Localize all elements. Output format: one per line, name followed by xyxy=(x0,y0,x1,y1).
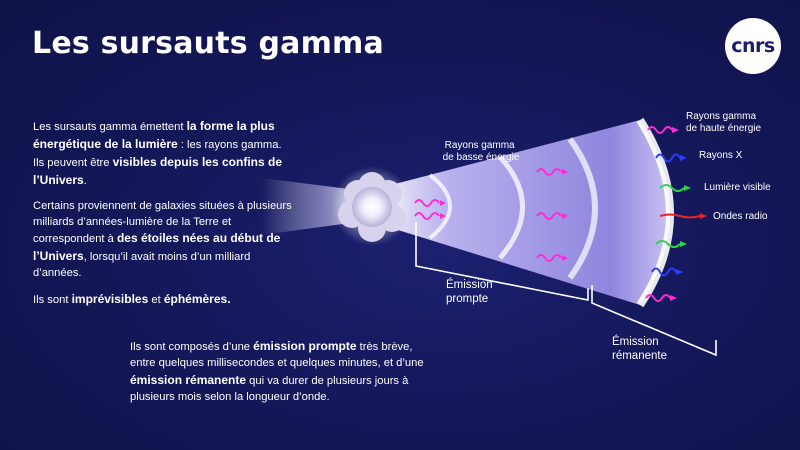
xray-arrow xyxy=(655,153,687,163)
prompt-emission-bracket xyxy=(415,222,589,301)
gamma-wave-icon xyxy=(414,199,440,207)
label-line: Rayons gamma xyxy=(686,111,756,122)
xray-label: Rayons X xyxy=(699,150,743,161)
high-energy-gamma-label: Rayons gamma de haute énergie xyxy=(686,111,762,134)
label-line: Rayons gamma xyxy=(445,140,515,151)
gamma-wave-icon xyxy=(414,212,440,220)
low-energy-gamma-label: Rayons gamma de basse énergie xyxy=(443,140,520,163)
high-energy-gamma-arrow-lower xyxy=(645,294,677,302)
cnrs-logo: cnrs xyxy=(725,18,781,74)
gamma-wave-icon xyxy=(536,212,562,220)
radio-waves-label: Ondes radio xyxy=(713,211,768,222)
high-energy-gamma-arrow xyxy=(647,126,679,134)
visible-light-label: Lumière visible xyxy=(704,182,771,193)
bottom-paragraph: Ils sont composés d’une émission prompte… xyxy=(130,338,430,406)
label-line: de basse énergie xyxy=(443,152,520,163)
label-line: de haute énergie xyxy=(686,123,762,134)
burst-source-icon xyxy=(338,172,406,242)
prompt-emission-label: Émission prompte xyxy=(446,278,496,305)
intro-paragraph-1: Les sursauts gamma émettent la forme la … xyxy=(33,118,293,190)
text: , lorsqu’il avait moins d’un milliard d’… xyxy=(33,251,251,280)
shell-2 xyxy=(498,155,525,260)
text: Les sursauts gamma émettent xyxy=(33,121,187,133)
arrowhead xyxy=(562,169,568,175)
intro-paragraph-3: Ils sont imprévisibles et éphémères. xyxy=(33,291,293,309)
gamma-wave-icon xyxy=(536,254,562,262)
gamma-waves-low xyxy=(414,168,562,262)
arrowhead xyxy=(440,213,446,219)
text: Ils sont xyxy=(33,294,72,307)
intro-paragraph-2: Certains proviennent de galaxies situées… xyxy=(33,199,293,283)
logo-text: cnrs xyxy=(731,35,775,57)
xray-arrow-lower xyxy=(651,267,683,277)
afterglow-emission-label: Émission rémanente xyxy=(612,335,667,362)
bold-text: éphémères. xyxy=(163,292,231,307)
text: : les rayons gamma. Ils peuvent être xyxy=(33,138,282,169)
visible-light-arrow-lower xyxy=(655,240,687,248)
gamma-wave-icon xyxy=(536,168,562,176)
arrowhead xyxy=(562,255,568,261)
label-line: prompte xyxy=(446,293,488,305)
shell-1 xyxy=(428,173,452,240)
bottom-text: Ils sont composés d’une émission prompte… xyxy=(130,338,430,406)
gamma-arrowheads xyxy=(440,169,568,261)
arrowhead xyxy=(562,213,568,219)
text: Ils sont composés d’une xyxy=(130,341,254,353)
bold-text: des étoiles nées au début de l’Univers xyxy=(33,231,281,264)
arrowhead xyxy=(440,200,446,206)
afterglow-emission-bracket xyxy=(591,285,717,357)
visible-light-arrow xyxy=(659,184,691,192)
label-line: Émission xyxy=(612,335,659,348)
bold-text: la forme la plus énergétique de la lumiè… xyxy=(33,119,275,151)
shell-3 xyxy=(567,137,598,280)
page-title: Les sursauts gamma xyxy=(32,26,384,61)
bold-text: émission prompte xyxy=(253,339,357,353)
text: et xyxy=(148,294,164,307)
intro-text: Les sursauts gamma émettent la forme la … xyxy=(33,118,293,318)
text: qui va durer de plusieurs jours à plusie… xyxy=(130,374,409,403)
label-line: rémanente xyxy=(612,350,667,362)
text: . xyxy=(83,174,87,187)
bold-text: émission rémanente xyxy=(130,372,247,387)
label-line: Émission xyxy=(446,278,493,291)
bold-text: visibles depuis les confins de l’Univers xyxy=(33,154,282,187)
radio-arrow xyxy=(659,213,707,219)
text: Certains proviennent de galaxies situées… xyxy=(33,199,292,246)
bold-text: imprévisibles xyxy=(71,292,149,307)
text: très brève, entre quelques millisecondes… xyxy=(130,341,424,369)
